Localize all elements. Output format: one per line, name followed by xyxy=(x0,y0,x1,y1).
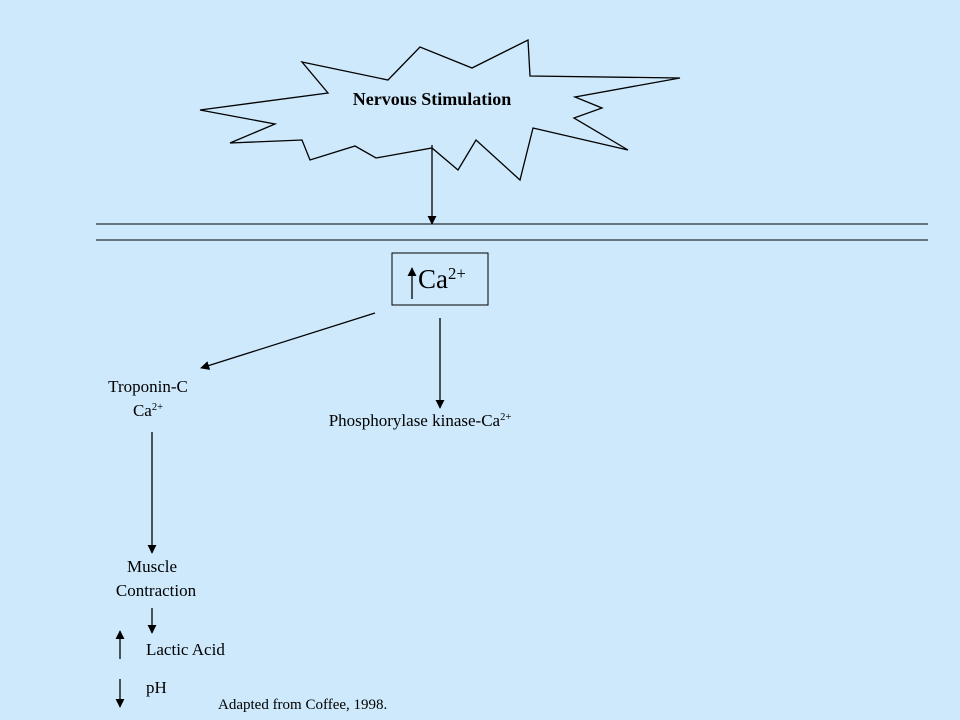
phosphorylase-charge: 2+ xyxy=(500,412,512,424)
calcium-box xyxy=(391,252,489,306)
effect-lactic-acid-label: Lactic Acid xyxy=(146,640,225,659)
troponin-label: Troponin-C xyxy=(108,377,188,396)
troponin-calcium-label: Ca2+ xyxy=(88,402,208,420)
effect-ph-label: pH xyxy=(146,678,167,697)
arrow-calcium-to-troponin xyxy=(200,312,376,370)
troponin-calcium-charge: 2+ xyxy=(151,402,164,414)
calcium-base: Ca xyxy=(418,264,448,294)
calcium-charge: 2+ xyxy=(448,263,466,283)
contraction-label-line1: Muscle xyxy=(126,557,178,576)
calcium-label: Ca2+ xyxy=(418,263,466,294)
phosphorylase-label: Phosphorylase kinase-Ca2+ xyxy=(280,412,560,430)
citation: Adapted from Coffee, 1998. xyxy=(218,697,388,713)
contraction-label-line2: Contraction xyxy=(115,581,197,600)
troponin-calcium-base: Ca xyxy=(132,401,152,420)
phosphorylase-base: Phosphorylase kinase-Ca xyxy=(328,411,501,430)
stimulus-label: Nervous Stimulation xyxy=(352,89,512,109)
starburst-shape xyxy=(199,38,681,182)
